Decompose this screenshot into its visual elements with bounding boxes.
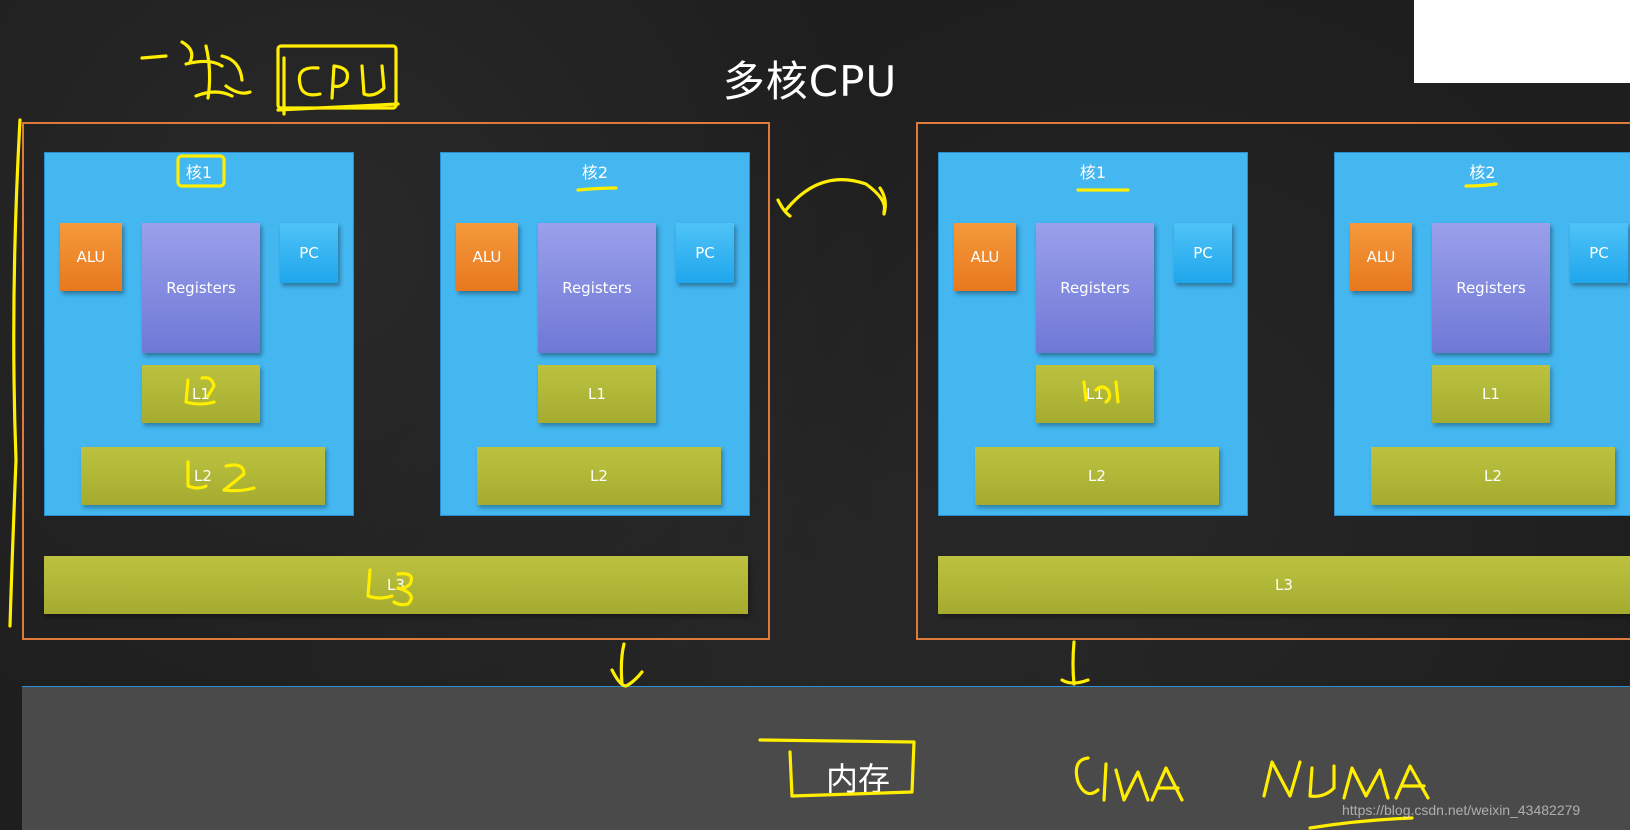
memory-label: 内存 (825, 760, 890, 798)
alu-block: ALU (954, 223, 1016, 291)
core-label: 核2 (581, 163, 609, 182)
pc-block: PC (1174, 223, 1232, 283)
cpu-2-core-2: 核2 ALU Registers PC L1 L2 (1334, 152, 1630, 516)
l2-cache: L2 (477, 447, 721, 505)
registers-block: Registers (142, 223, 260, 353)
alu-block: ALU (1350, 223, 1412, 291)
l2-cache: L2 (81, 447, 325, 505)
cpu-1-core-2: 核2 ALU Registers PC L1 L2 (440, 152, 750, 516)
cpu-1-l3-cache: L3 (44, 556, 748, 614)
alu-block: ALU (456, 223, 518, 291)
l1-cache: L1 (538, 365, 656, 423)
cpu-1-core-1: 核1 ALU Registers PC L1 L2 (44, 152, 354, 516)
white-corner-patch (1414, 0, 1630, 83)
cpu-2-l3-cache: L3 (938, 556, 1630, 614)
registers-block: Registers (1432, 223, 1550, 353)
core-label: 核1 (185, 163, 213, 182)
registers-block: Registers (1036, 223, 1154, 353)
pc-block: PC (280, 223, 338, 283)
l2-cache: L2 (1371, 447, 1615, 505)
l1-cache: L1 (142, 365, 260, 423)
cpu-1-frame (22, 122, 770, 640)
alu-block: ALU (60, 223, 122, 291)
pc-block: PC (676, 223, 734, 283)
page-title: 多核CPU (722, 57, 898, 106)
l1-cache: L1 (1036, 365, 1154, 423)
core-label: 核1 (1079, 163, 1107, 182)
pc-block: PC (1570, 223, 1628, 283)
registers-block: Registers (538, 223, 656, 353)
cpu-2-frame (916, 122, 1630, 640)
core-label: 核2 (1469, 163, 1496, 182)
l1-cache: L1 (1432, 365, 1550, 423)
watermark: https://blog.csdn.net/weixin_43482279 (1342, 802, 1581, 818)
cpu-2-core-1: 核1 ALU Registers PC L1 L2 (938, 152, 1248, 516)
l2-cache: L2 (975, 447, 1219, 505)
